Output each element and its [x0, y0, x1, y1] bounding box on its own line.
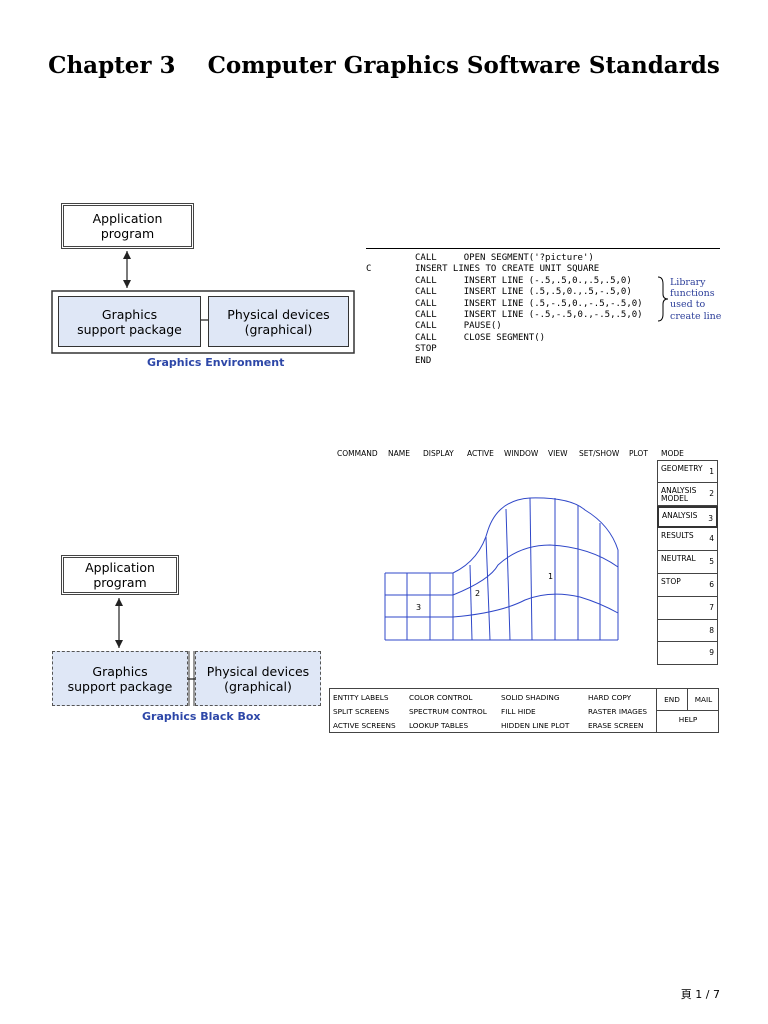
page-number: 頁 1 / 7	[680, 988, 720, 1001]
mode-item-6[interactable]: STOP 6	[657, 573, 718, 597]
mode-item-number: 3	[708, 513, 713, 523]
mode-item-5[interactable]: NEUTRAL 5	[657, 551, 718, 574]
physical-devices-box-2: Physical devices(graphical)	[195, 651, 321, 706]
code-line: STOP	[366, 344, 720, 355]
opt-erase-screen[interactable]: ERASE SCREEN	[588, 721, 644, 730]
code-line: CALL INSERT LINE (.5,.5,0.,.5,-.5,0)	[366, 287, 720, 298]
mode-item-number: 7	[709, 602, 714, 612]
menu-command[interactable]: COMMAND	[337, 449, 378, 458]
region-label-3: 3	[416, 603, 421, 612]
mode-item-label: GEOMETRY	[661, 464, 703, 473]
mode-item-1[interactable]: GEOMETRY 1	[657, 460, 718, 483]
menu-window[interactable]: WINDOW	[504, 449, 539, 458]
mode-item-label: NEUTRAL	[661, 554, 696, 564]
mode-item-label: STOP	[661, 576, 681, 586]
code-line-text: CALL PAUSE()	[415, 321, 502, 332]
menu-mode[interactable]: MODE	[661, 449, 684, 458]
code-line: CALL PAUSE()	[366, 321, 720, 332]
code-line-text: CALL CLOSE SEGMENT()	[415, 332, 546, 343]
page-title: Chapter 3 Computer Graphics Software Sta…	[48, 52, 720, 79]
code-line-text: STOP	[415, 344, 437, 355]
code-line-text: CALL OPEN SEGMENT('?picture')	[415, 253, 594, 263]
mesh-drawing: 1 2 3	[384, 497, 619, 641]
code-line-text: CALL INSERT LINE (.5,-.5,0.,-.5,-.5,0)	[415, 298, 643, 309]
physical-devices-box: Physical devices(graphical)	[208, 296, 349, 347]
code-line: CALL INSERT LINE (-.5,.5,0.,.5,.5,0)	[366, 276, 720, 287]
mode-item-7[interactable]: 7	[657, 596, 718, 620]
opt-split-screens[interactable]: SPLIT SCREENS	[333, 707, 390, 716]
opt-spectrum-control[interactable]: SPECTRUM CONTROL	[409, 707, 487, 716]
mode-item-2[interactable]: ANALYSIS MODEL 2	[657, 482, 718, 506]
mode-item-label: ANALYSIS	[662, 510, 698, 520]
code-line-text: CALL INSERT LINE (.5,.5,0.,.5,-.5,0)	[415, 287, 632, 298]
code-line: END	[366, 356, 720, 367]
mode-item-8[interactable]: 8	[657, 619, 718, 643]
menu-view[interactable]: VIEW	[548, 449, 568, 458]
opt-fill-hide[interactable]: FILL HIDE	[501, 707, 536, 716]
menu-active[interactable]: ACTIVE	[467, 449, 494, 458]
mode-item-number: 2	[709, 488, 714, 498]
mode-item-number: 8	[709, 625, 714, 635]
opt-solid-shading[interactable]: SOLID SHADING	[501, 693, 560, 702]
end-button[interactable]: END	[657, 689, 688, 711]
opt-active-screens[interactable]: ACTIVE SCREENS	[333, 721, 396, 730]
diagram2-caption: Graphics Black Box	[142, 710, 261, 723]
end-mail-help-panel: END MAIL HELP	[656, 689, 719, 732]
mode-item-number: 9	[709, 648, 714, 658]
mail-button[interactable]: MAIL	[688, 689, 719, 711]
mode-item-4[interactable]: RESULTS 4	[657, 528, 718, 552]
diagram1-caption: Graphics Environment	[147, 356, 285, 369]
opt-hard-copy[interactable]: HARD COPY	[588, 693, 632, 702]
code-line-text: INSERT LINES TO CREATE UNIT SQUARE	[415, 264, 600, 275]
menu-name[interactable]: NAME	[388, 449, 410, 458]
mode-item-number: 1	[709, 467, 714, 476]
cad-bottom-menu: ENTITY LABELS SPLIT SCREENS ACTIVE SCREE…	[329, 688, 719, 733]
brace-icon	[657, 276, 669, 322]
help-button[interactable]: HELP	[678, 715, 698, 724]
menu-plot[interactable]: PLOT	[629, 449, 648, 458]
region-label-1: 1	[548, 572, 553, 581]
code-line-text: CALL INSERT LINE (-.5,.5,0.,.5,.5,0)	[415, 275, 632, 286]
opt-entity-labels[interactable]: ENTITY LABELS	[333, 693, 389, 702]
code-line-text: END	[415, 355, 432, 366]
code-line: C INSERT LINES TO CREATE UNIT SQUARE	[366, 264, 720, 275]
region-label-2: 2	[475, 589, 480, 598]
code-line: CALL INSERT LINE (-.5,-.5,0.,-.5,.5,0)	[366, 310, 720, 321]
menu-set-show[interactable]: SET/SHOW	[579, 449, 620, 458]
mode-item-label: ANALYSIS MODEL	[661, 485, 697, 504]
code-line: CALL INSERT LINE (.5,-.5,0.,-.5,-.5,0)	[366, 299, 720, 310]
code-listing: CALL OPEN SEGMENT('?picture') C INSERT LIN…	[366, 248, 720, 367]
opt-hidden-line-plot[interactable]: HIDDEN LINE PLOT	[501, 721, 570, 730]
mode-item-number: 5	[709, 557, 714, 567]
mode-item-3[interactable]: ANALYSIS 3	[657, 505, 718, 529]
opt-lookup-tables[interactable]: LOOKUP TABLES	[409, 721, 469, 730]
opt-color-control[interactable]: COLOR CONTROL	[409, 693, 473, 702]
code-line: CALL CLOSE SEGMENT()	[366, 333, 720, 344]
code-line: CALL OPEN SEGMENT('?picture')	[366, 253, 720, 264]
mode-item-number: 6	[709, 579, 714, 589]
mode-item-number: 4	[709, 534, 714, 544]
mode-item-9[interactable]: 9	[657, 642, 718, 666]
code-line-text: CALL INSERT LINE (-.5,-.5,0.,-.5,.5,0)	[415, 309, 643, 320]
code-line-label: C	[366, 264, 372, 275]
opt-raster-images[interactable]: RASTER IMAGES	[588, 707, 648, 716]
mode-item-label: RESULTS	[661, 531, 694, 541]
menu-display[interactable]: DISPLAY	[423, 449, 454, 458]
